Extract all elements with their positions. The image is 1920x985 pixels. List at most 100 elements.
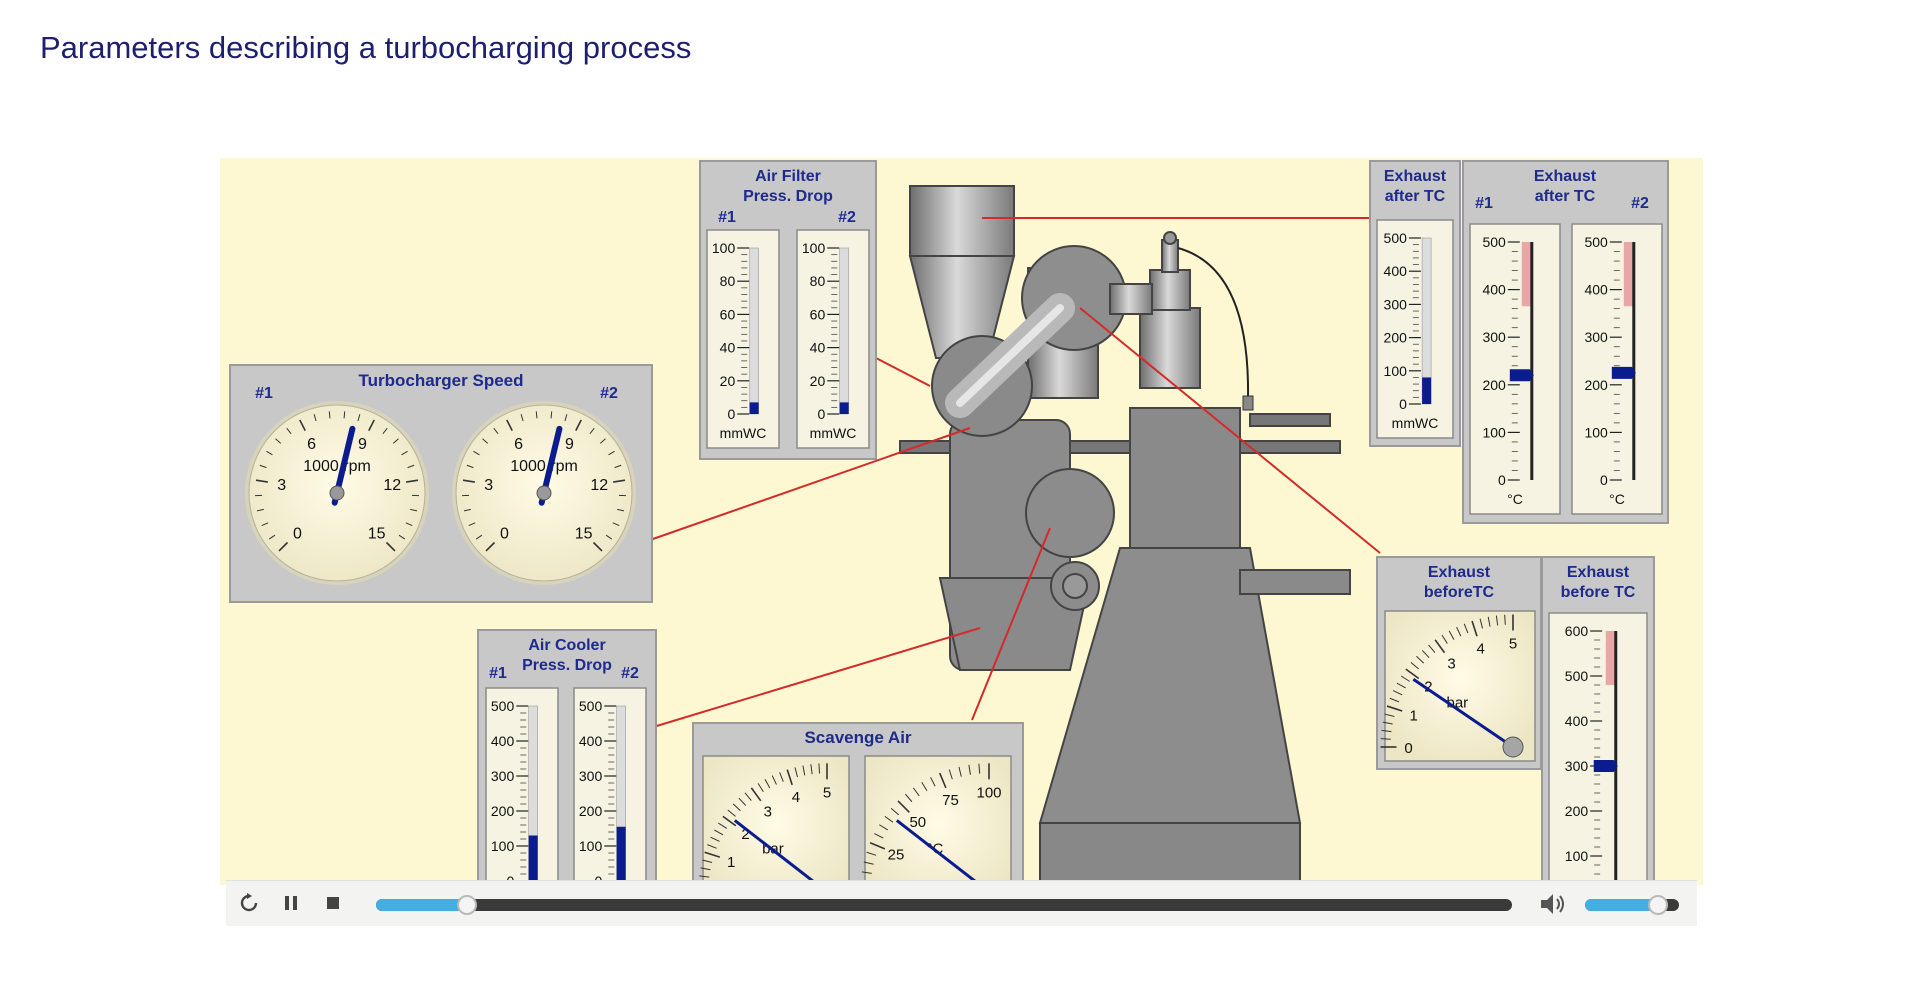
exhaust-before-tc-title-1: Exhaust bbox=[1428, 564, 1491, 581]
replay-button[interactable] bbox=[236, 890, 262, 916]
gauge-unit: mmWC bbox=[720, 425, 767, 441]
gauge-tick-label: 500 bbox=[1384, 230, 1408, 246]
gauge-tick-label: 100 bbox=[1482, 424, 1506, 440]
dial-tick-label: 3 bbox=[277, 477, 286, 494]
dial-tick bbox=[1392, 690, 1403, 696]
gauge-tick-label: 200 bbox=[1482, 377, 1506, 393]
volume-icon bbox=[1541, 894, 1564, 914]
dial-tick bbox=[473, 450, 480, 456]
seek-bar[interactable] bbox=[376, 895, 1512, 915]
dial-tick bbox=[462, 479, 475, 483]
dial-tick bbox=[905, 793, 913, 803]
gauge-tick-label: 60 bbox=[720, 306, 736, 322]
gauge-tick-label: 0 bbox=[817, 406, 825, 422]
dial-tick bbox=[575, 419, 582, 431]
gauge-tick-label: 200 bbox=[1565, 803, 1589, 819]
dial-tick bbox=[897, 800, 910, 813]
gauge-face bbox=[1548, 612, 1648, 885]
dial-tick bbox=[266, 450, 273, 456]
dial-tick bbox=[385, 541, 396, 552]
gauge-face bbox=[1376, 219, 1454, 439]
dial-tick bbox=[732, 803, 741, 812]
gauge-tick-label: 80 bbox=[810, 273, 826, 289]
dial-tick bbox=[406, 479, 419, 483]
gauge-tick-label: 200 bbox=[1384, 330, 1408, 346]
gauge-tick-label: 0 bbox=[1399, 396, 1407, 412]
turbocharger-speed-title: Turbocharger Speed bbox=[359, 371, 524, 390]
gauge-tick-label: 100 bbox=[1584, 424, 1608, 440]
dial-tick bbox=[1400, 675, 1410, 682]
gauge-face bbox=[573, 687, 647, 885]
exhaust-after-tc-label-1: #1 bbox=[1475, 195, 1493, 212]
dial-tick-label: 0 bbox=[1404, 740, 1412, 757]
dial-tick bbox=[613, 479, 626, 483]
gauge-alarm-zone bbox=[1623, 242, 1634, 307]
gauge-tick-label: 300 bbox=[491, 768, 515, 784]
dial-face bbox=[864, 755, 1012, 885]
dial-tick bbox=[299, 419, 306, 431]
dial-tick bbox=[710, 836, 720, 842]
gauge-face bbox=[1469, 223, 1561, 515]
dial-tick-label: 3 bbox=[764, 804, 772, 821]
dial-tick bbox=[912, 787, 920, 797]
dial-tick bbox=[357, 414, 361, 422]
dial-tick bbox=[382, 427, 388, 435]
dial-tick bbox=[1382, 721, 1393, 725]
gauge-tick-label: 600 bbox=[1565, 623, 1589, 639]
dial-tick bbox=[410, 508, 418, 512]
dial-tick bbox=[313, 414, 317, 422]
gauge-alarm-zone bbox=[1521, 242, 1532, 307]
air-filter-label-2: #2 bbox=[838, 209, 856, 226]
tc-speed-label-2: #2 bbox=[600, 385, 618, 402]
dial-tick bbox=[750, 787, 762, 802]
gauge-tick-label: 100 bbox=[1384, 363, 1408, 379]
dial-tick bbox=[614, 464, 622, 469]
gauge-tick-label: 500 bbox=[579, 698, 603, 714]
exhaust-after-tc-label-2: #2 bbox=[1631, 195, 1649, 212]
dial-tick-label: 25 bbox=[888, 846, 905, 863]
dial-tick-label: 1 bbox=[1409, 708, 1417, 725]
scavenge-air-title: Scavenge Air bbox=[804, 728, 911, 747]
dial-tick bbox=[343, 411, 346, 419]
dial-tick bbox=[261, 522, 269, 527]
dial-tick bbox=[1384, 713, 1395, 718]
gauge-tick-label: 200 bbox=[491, 803, 515, 819]
pause-button[interactable] bbox=[278, 890, 304, 916]
dial-tick bbox=[1448, 630, 1455, 640]
dial-tick bbox=[699, 875, 710, 878]
exhaust-after-tc-title-1: Exhaust bbox=[1384, 168, 1447, 185]
dial-tick bbox=[405, 522, 413, 527]
gauge-tick-label: 80 bbox=[720, 273, 736, 289]
dial-tick-label: 1 bbox=[727, 854, 735, 871]
dial-tick-label: 15 bbox=[575, 526, 593, 543]
volume-handle[interactable] bbox=[1648, 895, 1669, 915]
seek-bar-handle[interactable] bbox=[456, 895, 477, 915]
dial-tick bbox=[727, 809, 736, 817]
dial-tick bbox=[398, 534, 406, 540]
gauge-pointer bbox=[1509, 369, 1534, 382]
volume-button[interactable] bbox=[1538, 891, 1566, 922]
stop-button[interactable] bbox=[320, 890, 346, 916]
dial-tick bbox=[328, 411, 331, 419]
gauge-tick-label: 400 bbox=[1384, 263, 1408, 279]
dial-tick bbox=[493, 427, 499, 435]
exhaust-after-tc-temp-panel: Exhaust after TC #1 #2 5004003002001000°… bbox=[1462, 160, 1669, 524]
dial-tick bbox=[700, 867, 711, 871]
dial-tick-label: 4 bbox=[792, 789, 800, 806]
dial-tick bbox=[259, 464, 267, 469]
volume-slider[interactable] bbox=[1585, 895, 1679, 915]
gauge-tube bbox=[749, 247, 759, 415]
dial-tick bbox=[1389, 697, 1400, 703]
dial-tick bbox=[930, 777, 936, 787]
dial-tick bbox=[1479, 618, 1484, 629]
dial-tick bbox=[1380, 738, 1391, 740]
seek-bar-progress bbox=[376, 899, 467, 911]
gauge-face bbox=[706, 229, 780, 449]
dial-tick bbox=[1495, 615, 1499, 626]
gauge-unit: °C bbox=[1507, 491, 1523, 507]
leader-lines bbox=[649, 217, 1381, 729]
